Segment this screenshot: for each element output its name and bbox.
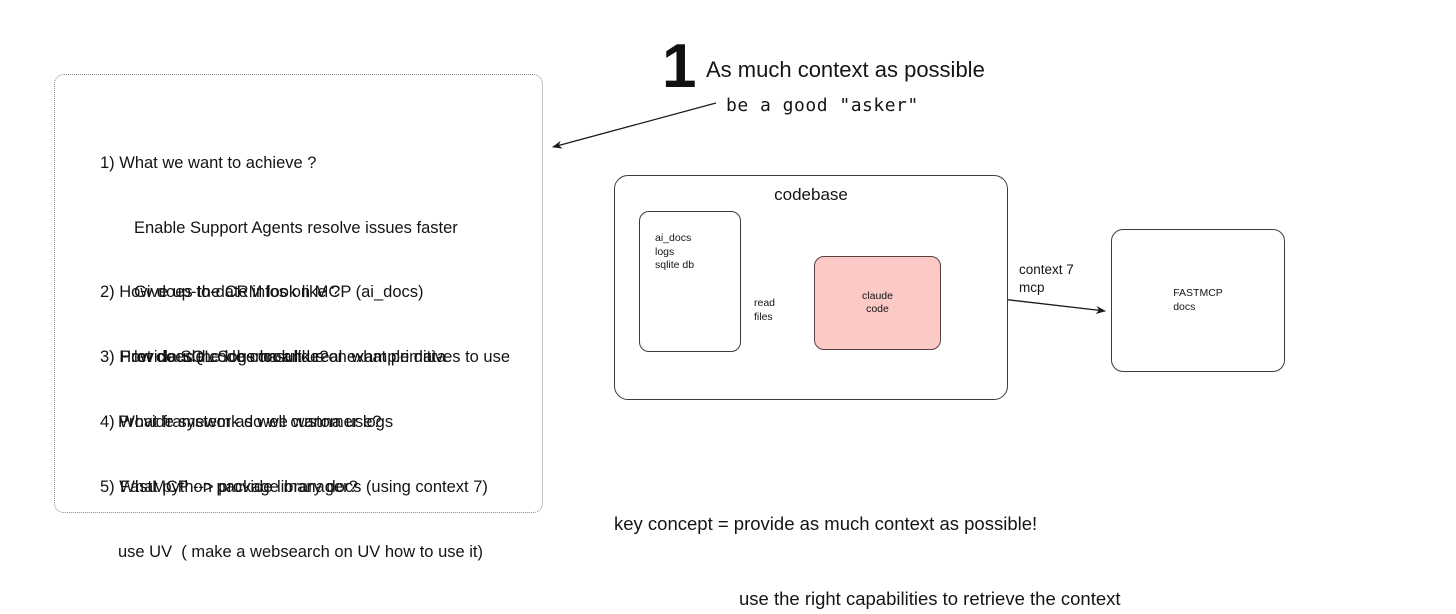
key-concept-line-1: key concept = provide as much context as… (614, 513, 1038, 534)
requirement-heading: 2) How does the CRM look like ? (100, 283, 341, 301)
requirement-detail: Enable Support Agents resolve issues fas… (134, 218, 458, 237)
claude-code-node: claude code (814, 256, 941, 350)
codebase-label: codebase (774, 185, 848, 204)
requirements-panel: 1) What we want to achieve ? Enable Supp… (54, 74, 543, 561)
page-title: As much context as possible (706, 57, 985, 82)
requirement-heading: 5) What python package manager? (100, 478, 358, 496)
fastmcp-docs-label: FASTMCP docs (1173, 287, 1223, 313)
key-concept-line-2: use the right capabilities to retrieve t… (739, 588, 1121, 609)
requirement-detail: FastMCP --> provide library docs (using … (120, 477, 488, 496)
requirement-detail: Give up-to-date infos on MCP (ai_docs) (134, 283, 424, 301)
asker-note: be a good "asker" (726, 95, 919, 116)
read-files-edge-label: read files (754, 297, 776, 323)
requirement-heading: 3) How does the logs look like? (100, 348, 329, 366)
requirement-heading: 1) What we want to achieve ? (100, 154, 317, 172)
requirement-item-5: 5) What python package manager? use UV (… (100, 434, 483, 606)
requirement-item-2: 2) How does the CRM look like ? Provide … (100, 239, 446, 411)
context7-mcp-edge-label: context 7 mcp (1019, 262, 1074, 295)
arrow-asker-to-requirements (552, 102, 717, 149)
fastmcp-docs-node: FASTMCP docs (1111, 229, 1285, 372)
requirement-item-4: 4) What framework do we wanna use? FastM… (100, 369, 488, 541)
key-concept-note: key concept = provide as much context as… (614, 461, 1121, 614)
requirement-item-3: 3) How does the logs look like? Provide … (100, 304, 393, 476)
ai-docs-contents: ai_docs logs sqlite db (655, 232, 695, 271)
step-number: 1 (662, 32, 696, 101)
requirement-detail: let claude code consult us on what primi… (134, 347, 511, 366)
requirement-detail: use UV ( make a websearch on UV how to u… (118, 542, 483, 561)
claude-code-label: claude code (862, 289, 893, 316)
requirement-heading: 4) What framework do we wanna use? (100, 413, 382, 431)
ai-docs-node: ai_docs logs sqlite db (639, 211, 741, 352)
requirement-detail: Provide SQL Schema and real example data (120, 347, 446, 366)
requirement-item-1: 1) What we want to achieve ? Enable Supp… (100, 110, 510, 411)
requirement-detail: Provide system as well customer logs (118, 412, 394, 431)
